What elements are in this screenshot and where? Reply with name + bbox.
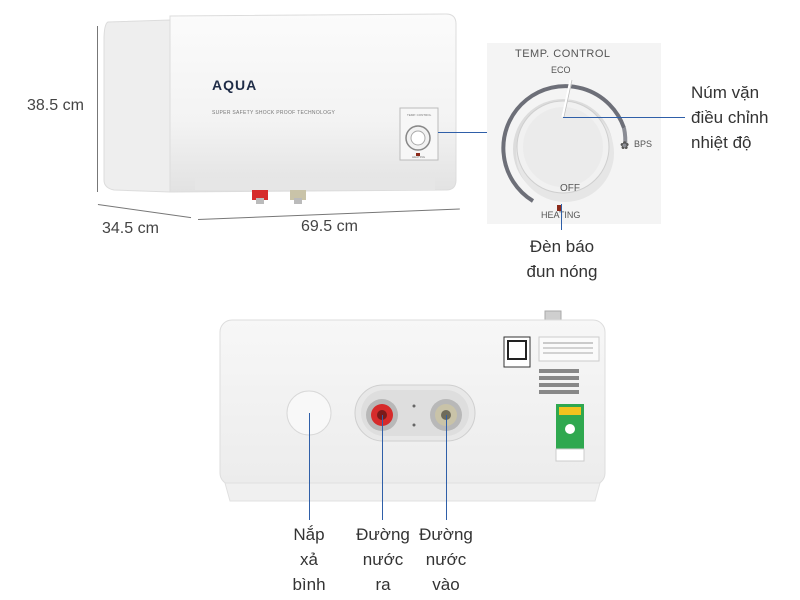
dimension-height-label: 38.5 cm xyxy=(27,97,84,114)
outlet-callout: Đường nước ra xyxy=(356,525,410,594)
temperature-dial[interactable] xyxy=(487,43,661,224)
dimension-depth-label: 34.5 cm xyxy=(102,220,159,237)
eco-label: ECO xyxy=(551,65,571,75)
inlet-callout: Đường nước vào xyxy=(419,525,473,594)
bps-leaf-icon: ✿ xyxy=(620,140,630,152)
product-slogan: SUPER SAFETY SHOCK PROOF TECHNOLOGY xyxy=(212,110,336,116)
knob-connector-line xyxy=(438,132,488,133)
water-heater-bottom-image xyxy=(219,310,606,502)
dimension-width-label: 69.5 cm xyxy=(301,218,358,235)
heating-label: HEATING xyxy=(541,210,580,220)
indicator-callout: Đèn báo đun nóng xyxy=(526,237,598,281)
dimension-height-line xyxy=(97,26,98,192)
drain-callout: Nắp xả bình xyxy=(292,525,326,594)
outlet-callout-line xyxy=(382,415,383,520)
water-heater-front-image xyxy=(103,13,457,204)
inlet-callout-line xyxy=(446,415,447,520)
brand-logo: AQUA xyxy=(212,77,258,93)
control-panel-title: TEMP. CONTROL xyxy=(515,48,611,60)
small-heating-label: HEATING xyxy=(412,155,426,159)
knob-callout: Núm vặn điều chỉnh nhiệt độ xyxy=(691,83,769,152)
knob-callout-line xyxy=(563,117,685,118)
indicator-callout-line xyxy=(561,204,562,230)
off-label: OFF xyxy=(560,183,580,194)
drain-callout-line xyxy=(309,413,310,520)
bps-label: BPS xyxy=(634,139,653,149)
small-knob-label: TEMP. CONTROL xyxy=(407,113,432,117)
